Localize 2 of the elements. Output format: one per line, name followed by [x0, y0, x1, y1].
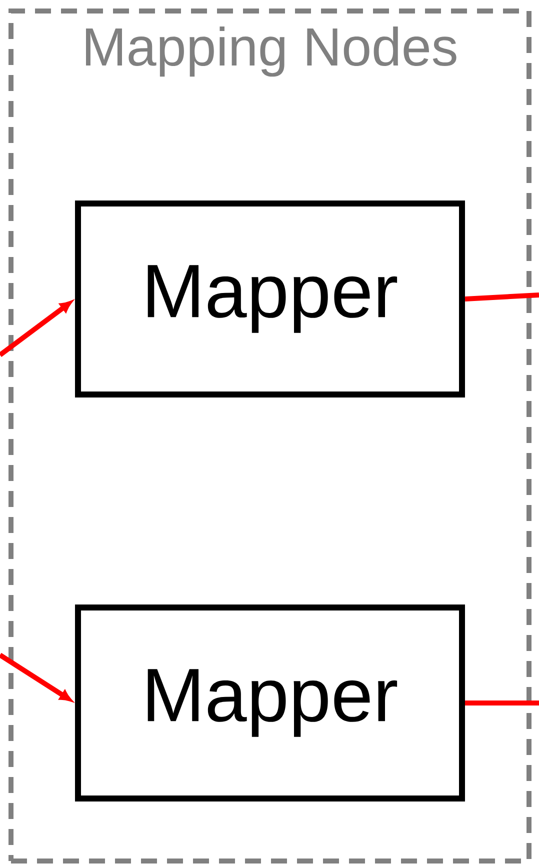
process-box: Mapper [75, 200, 465, 398]
process-box: Mapper [75, 604, 465, 802]
